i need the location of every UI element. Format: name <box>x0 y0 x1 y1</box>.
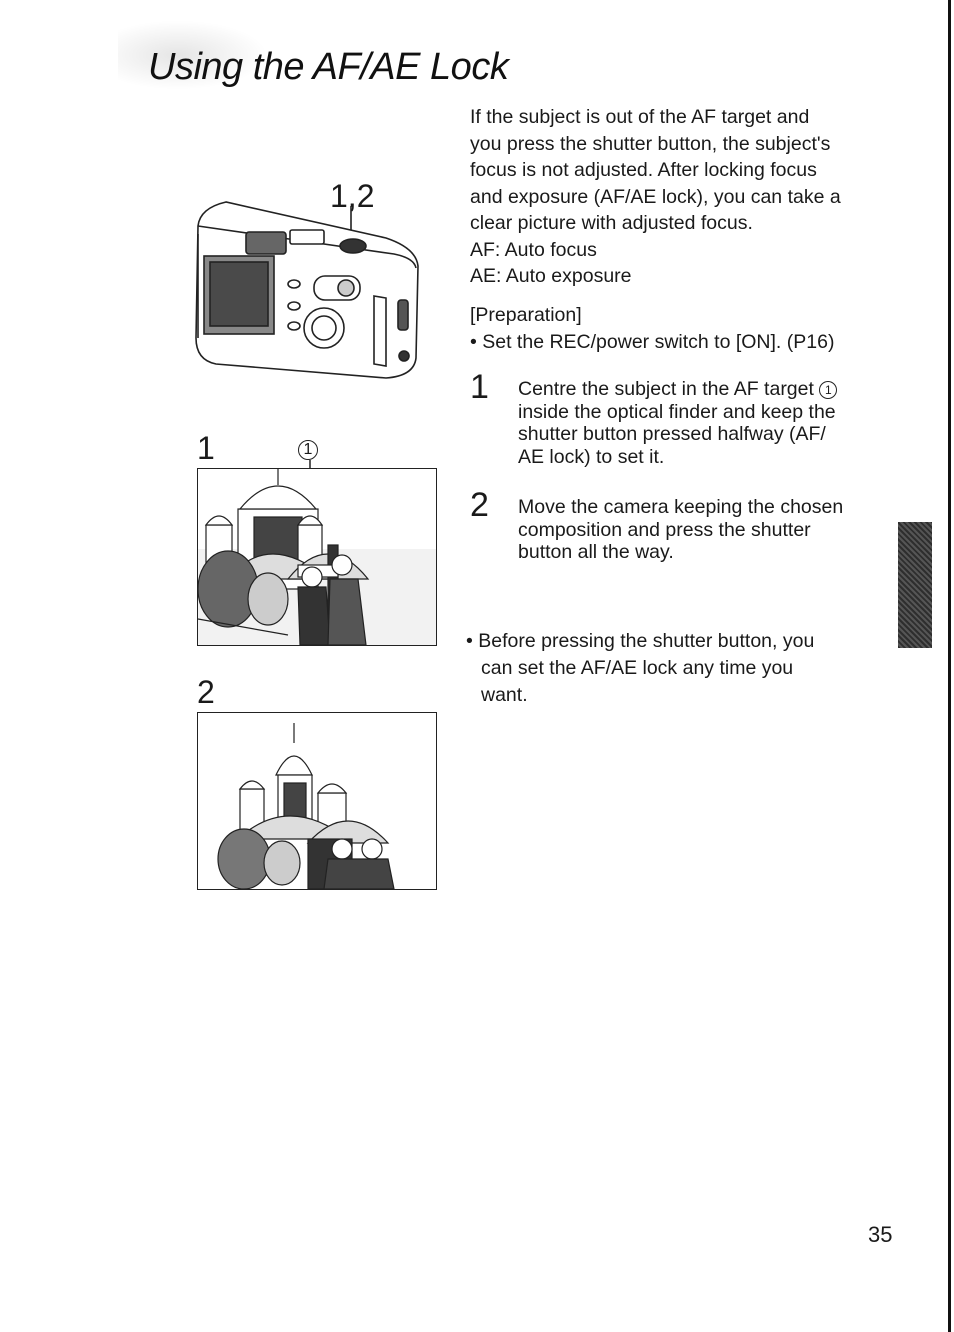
step-text: Move the camera keeping the chosen compo… <box>518 496 870 564</box>
step-line: button all the way. <box>518 541 674 563</box>
step-line: AE lock) to set it. <box>518 445 665 468</box>
intro-line: clear picture with adjusted focus. <box>470 212 753 234</box>
step-2: 2 Move the camera keeping the chosen com… <box>470 486 870 564</box>
af-target-callout: 1 <box>298 440 318 460</box>
frame-1-label: 1 <box>197 430 215 466</box>
viewfinder-frame-2 <box>197 712 437 890</box>
intro-line: and exposure (AF/AE lock), you can take … <box>470 185 841 208</box>
preparation-item: • Set the REC/power switch to [ON]. (P16… <box>470 330 835 353</box>
note-line: • Before pressing the shutter button, yo… <box>466 630 815 652</box>
intro-line: If the subject is out of the AF target a… <box>470 106 810 128</box>
church-scene-centered <box>217 723 395 889</box>
frame-2-label: 2 <box>197 674 215 710</box>
church-scene-offcenter <box>198 469 436 645</box>
camera-figure-label: 1,2 <box>330 178 375 214</box>
title-shading <box>118 20 268 90</box>
preparation-section: [Preparation] • Set the REC/power switch… <box>470 302 870 355</box>
step-line: Move the camera keeping the chosen <box>518 496 844 518</box>
note-line: can set the AF/AE lock any time you <box>481 657 794 679</box>
page-title: Using the AF/AE Lock <box>148 46 509 88</box>
step-number: 2 <box>470 486 489 524</box>
chapter-tab <box>898 522 932 648</box>
tip-note: • Before pressing the shutter button, yo… <box>466 628 876 709</box>
step-line: composition and press the shutter <box>518 518 811 541</box>
camera-illustration <box>195 201 419 379</box>
intro-paragraph: If the subject is out of the AF target a… <box>470 104 870 290</box>
note-line: want. <box>481 684 528 706</box>
intro-line: focus is not adjusted. After locking foc… <box>470 159 817 181</box>
af-definition: AF: Auto focus <box>470 238 597 261</box>
step-line: shutter button pressed halfway (AF/ <box>518 423 826 445</box>
step-1: 1 Centre the subject in the AF target 1 … <box>470 368 870 468</box>
ae-definition: AE: Auto exposure <box>470 265 632 287</box>
page-number: 35 <box>868 1222 893 1247</box>
intro-line: you press the shutter button, the subjec… <box>470 132 831 155</box>
step-text: Centre the subject in the AF target 1 in… <box>518 378 870 468</box>
af-target-marker: 1 <box>819 381 838 399</box>
viewfinder-frame-1 <box>197 468 437 646</box>
step-line: inside the optical finder and keep the <box>518 400 836 423</box>
page-edge-rule <box>948 0 951 1332</box>
preparation-heading: [Preparation] <box>470 304 582 326</box>
step-line: Centre the subject in the AF target <box>518 378 814 400</box>
step-number: 1 <box>470 368 489 406</box>
